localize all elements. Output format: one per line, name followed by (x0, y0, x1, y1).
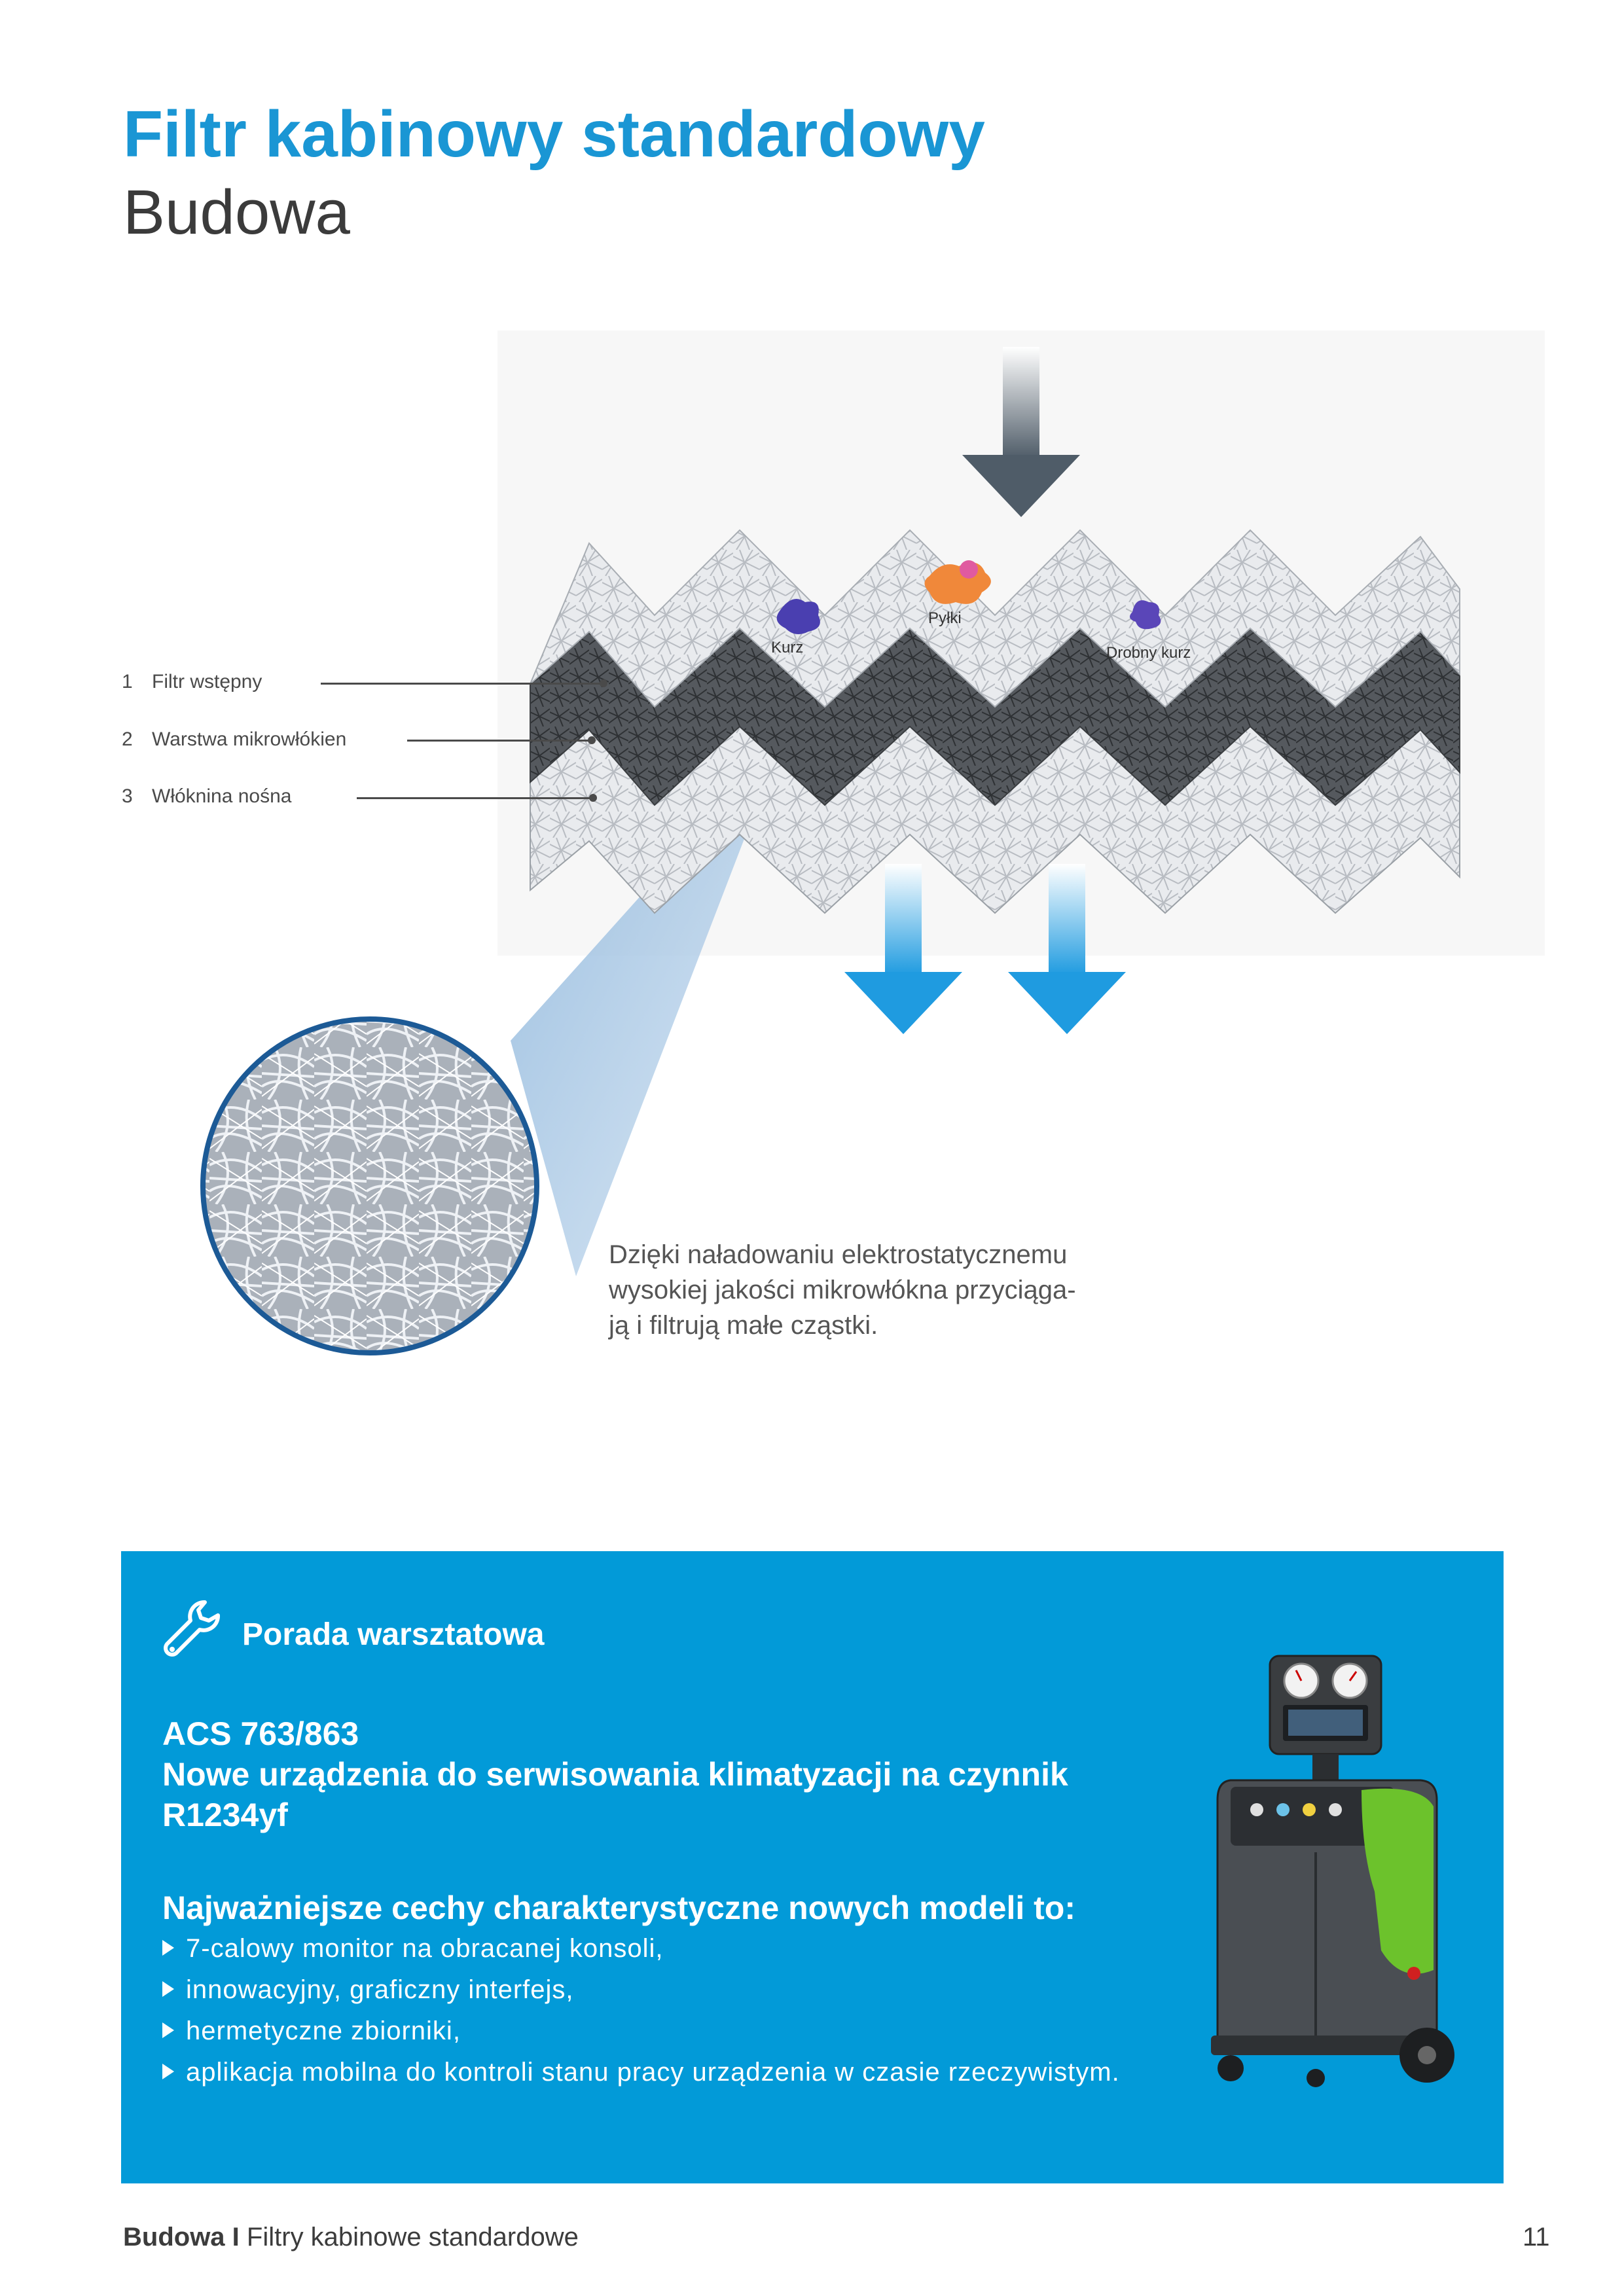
ac-service-machine-image (1211, 1655, 1454, 2087)
product-description: Nowe urządzenia do serwisowania klimatyz… (162, 1756, 1068, 1793)
pre-filter-layer (530, 529, 1460, 708)
feature-item: aplikacja mobilna do kontroli stanu prac… (162, 2058, 1120, 2087)
air-inflow-arrow (962, 347, 1080, 517)
legend-leader-line (357, 797, 592, 799)
zoom-circle-border (200, 1016, 539, 1355)
microfiber-magnification (203, 1019, 537, 1353)
legend-leader-line (407, 740, 590, 742)
magnification-beam (511, 753, 772, 1276)
filter-structure-diagram: Kurz Pyłki Drobny kurz (200, 347, 1460, 1355)
fine-dust-particle (1130, 600, 1161, 630)
footer-separator: I (232, 2223, 240, 2251)
pollen-particle (924, 560, 991, 604)
page-footer: Budowa I Filtry kabinowe standardowe (123, 2223, 579, 2252)
legend-leader-dot (600, 679, 607, 687)
page-subtitle: Budowa (123, 177, 350, 247)
legend-leader-dot (589, 794, 597, 802)
features-heading: Najważniejsze cechy charakterystyczne no… (162, 1890, 1075, 1926)
dust-particle (776, 599, 820, 634)
bullet-triangle-icon (162, 2022, 174, 2039)
tip-title: Porada warsztatowa (242, 1617, 545, 1652)
feature-item: hermetyczne zbiorniki, (162, 2017, 461, 2046)
product-model: ACS 763/863 (162, 1715, 359, 1752)
legend-leader-dot (588, 736, 596, 744)
page-title: Filtr kabinowy standardowy (123, 98, 985, 171)
footer-chapter: Filtry kabinowe standardowe (246, 2223, 579, 2251)
dust-label: Kurz (771, 639, 803, 656)
feature-item: 7-calowy monitor na obracanej konsoli, (162, 1934, 663, 1964)
pollen-label: Pyłki (928, 609, 962, 627)
wrench-icon (164, 1600, 220, 1657)
product-description-continued: R1234yf (162, 1797, 288, 1833)
microfiber-caption: Dzięki naładowaniu elektrostatycznemu wy… (609, 1240, 1076, 1340)
air-outflow-arrow-left (844, 864, 962, 1034)
bullet-triangle-icon (162, 2064, 174, 2080)
feature-item: innowacyjny, graficzny interfejs, (162, 1975, 574, 2005)
page-number: 11 (1523, 2223, 1550, 2251)
bullet-triangle-icon (162, 1981, 174, 1998)
air-outflow-arrow-right (1008, 864, 1126, 1034)
legend-leader-line (321, 683, 602, 685)
fine-dust-label: Drobny kurz (1106, 644, 1191, 662)
bullet-triangle-icon (162, 1940, 174, 1956)
footer-section: Budowa (123, 2223, 225, 2251)
